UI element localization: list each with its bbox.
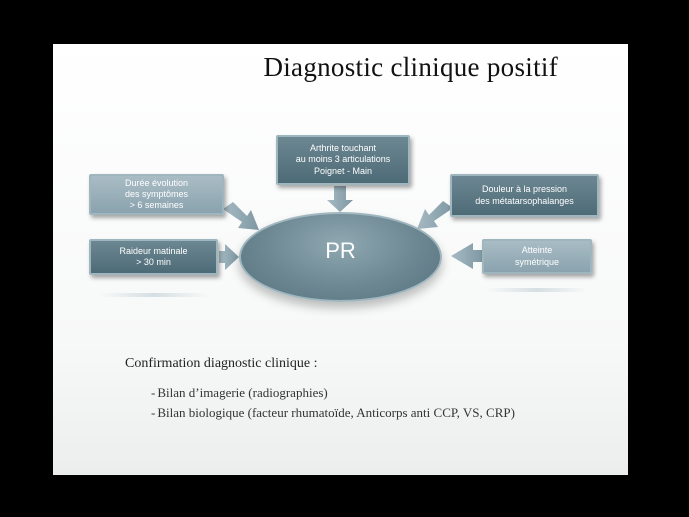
- confirmation-item-text: Bilan d’imagerie (radiographies): [157, 385, 328, 400]
- criterion-top-box: Arthrite touchant au moins 3 articulatio…: [276, 135, 410, 185]
- arrow-right-top: [417, 201, 453, 229]
- slide: Diagnostic clinique positif PR Arthrite …: [53, 44, 628, 475]
- bullet-dash: -: [151, 405, 156, 420]
- confirmation-item: -Bilan d’imagerie (radiographies): [151, 385, 328, 401]
- bullet-dash: -: [151, 385, 156, 400]
- pr-ellipse: PR: [239, 212, 442, 302]
- reflection-left: [99, 293, 209, 297]
- arrow-left-top: [223, 202, 259, 230]
- arrows: [219, 186, 483, 270]
- criterion-right-top-box: Douleur à la pression des métatarsophala…: [450, 174, 599, 217]
- arrow-right-bottom: [451, 243, 483, 269]
- criterion-left-top-box: Durée évolution des symptômes > 6 semain…: [89, 174, 224, 215]
- confirmation-heading: Confirmation diagnostic clinique :: [125, 356, 318, 371]
- slide-title: Diagnostic clinique positif: [263, 52, 558, 82]
- pr-label: PR: [325, 238, 356, 263]
- arrow-left-bottom: [219, 244, 239, 270]
- reflection-right: [487, 288, 587, 292]
- criterion-left-bottom-box: Raideur matinale > 30 min: [89, 239, 218, 275]
- criterion-right-bottom-box: Atteinte symétrique: [482, 239, 592, 274]
- confirmation-item: -Bilan biologique (facteur rhumatoïde, A…: [151, 405, 515, 421]
- confirmation-item-text: Bilan biologique (facteur rhumatoïde, An…: [157, 405, 515, 420]
- arrow-top: [327, 186, 353, 212]
